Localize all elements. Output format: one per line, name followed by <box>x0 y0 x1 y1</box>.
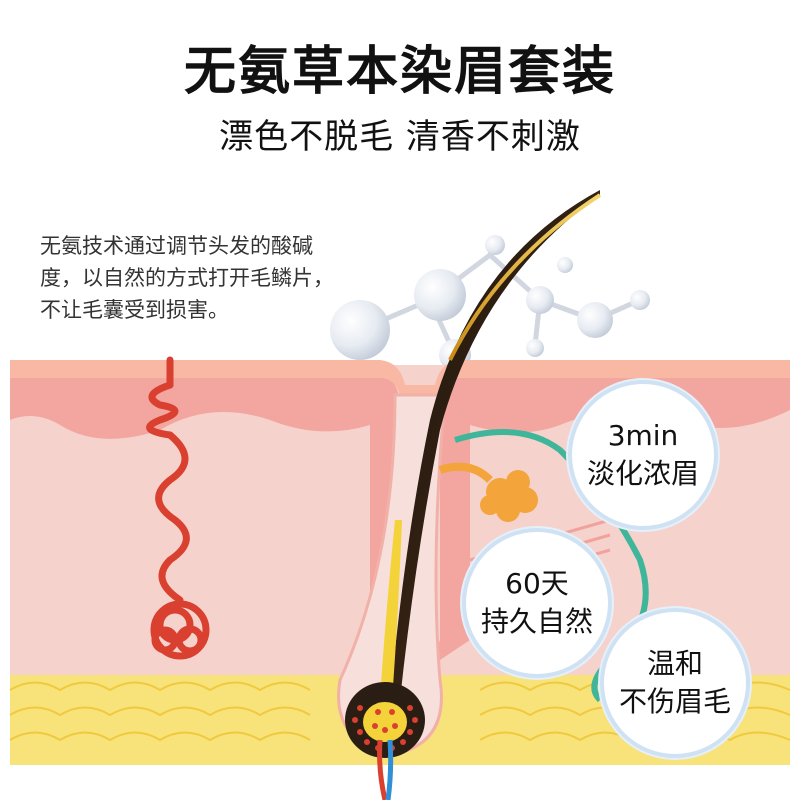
molecule-bubble <box>557 257 573 273</box>
sebaceous-gland <box>438 462 538 522</box>
description-line-3: 不让毛囊受到损害。 <box>40 298 229 322</box>
badge-line-2: 不伤眉毛 <box>618 685 731 718</box>
description-text: 无氨技术通过调节头发的酸碱 度，以自然的方式打开毛鳞片， 不让毛囊受到损害。 <box>40 230 400 326</box>
hair-bulb <box>345 682 425 800</box>
page-title: 无氨草本染眉套装 <box>183 42 616 102</box>
badge-line-1: 3min <box>607 419 679 452</box>
molecule-bubble <box>330 300 390 360</box>
molecule-bubble <box>414 269 466 321</box>
badge-line-2: 持久自然 <box>480 605 593 638</box>
molecule-bubble <box>577 302 613 338</box>
molecule-cluster <box>330 235 650 371</box>
hair-shaft <box>380 190 602 700</box>
feature-badge-60days: 60天 持久自然 <box>462 528 612 678</box>
molecule-bubble <box>526 286 554 314</box>
page-subtitle: 漂色不脱毛 清香不刺激 <box>219 117 581 157</box>
molecule-bubble <box>630 290 650 310</box>
description-line-2: 度，以自然的方式打开毛鳞片， <box>40 266 334 290</box>
sweat-gland <box>146 356 210 660</box>
description-line-1: 无氨技术通过调节头发的酸碱 <box>40 234 313 258</box>
badge-line-2: 淡化浓眉 <box>586 457 699 490</box>
skin-surface <box>10 360 790 395</box>
molecule-bubble <box>485 235 505 255</box>
feature-badge-3min: 3min 淡化浓眉 <box>568 380 718 530</box>
feature-badge-gentle: 温和 不伤眉毛 <box>600 608 750 758</box>
molecule-bubble <box>526 339 544 357</box>
badge-line-1: 温和 <box>646 647 703 680</box>
badge-line-1: 60天 <box>505 567 569 600</box>
